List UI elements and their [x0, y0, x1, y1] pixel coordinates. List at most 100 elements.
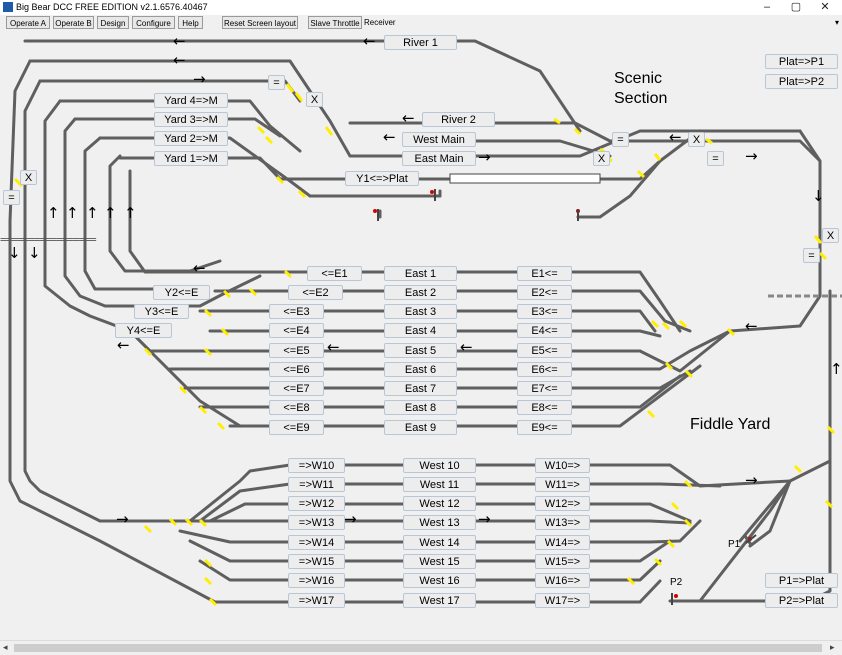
- west-13-right-button[interactable]: W13=>: [535, 515, 590, 530]
- east-2-right-button[interactable]: E2<=: [517, 285, 572, 300]
- west-14-left-button[interactable]: =>W14: [288, 535, 345, 550]
- east-7-right-button[interactable]: E7<=: [517, 381, 572, 396]
- crossing-x-marker[interactable]: X: [688, 132, 705, 147]
- west-10-button[interactable]: West 10: [403, 458, 476, 473]
- east-4-left-button[interactable]: <=E4: [269, 323, 324, 338]
- west-13-button[interactable]: West 13: [403, 515, 476, 530]
- west-11-right-button[interactable]: W11=>: [535, 477, 590, 492]
- track-diagram: Scenic Section Fiddle Yard River 1 River…: [0, 31, 842, 640]
- configure-button[interactable]: Configure: [132, 16, 175, 29]
- river-2-button[interactable]: River 2: [422, 112, 495, 127]
- east-8-left-button[interactable]: <=E8: [269, 400, 324, 415]
- west-10-left-button[interactable]: =>W10: [288, 458, 345, 473]
- scroll-left-icon[interactable]: ◂: [3, 642, 8, 652]
- operate-a-button[interactable]: Operate A: [6, 16, 50, 29]
- east-1-left-button[interactable]: <=E1: [307, 266, 362, 281]
- yard-2-button[interactable]: Yard 2=>M: [154, 131, 228, 146]
- west-12-button[interactable]: West 12: [403, 496, 476, 511]
- crossing-x-marker[interactable]: X: [20, 170, 37, 185]
- crossing-x-marker[interactable]: X: [306, 92, 323, 107]
- y2-exit-button[interactable]: Y2<=E: [153, 285, 210, 300]
- west-12-right-button[interactable]: W12=>: [535, 496, 590, 511]
- west-main-button[interactable]: West Main: [402, 132, 476, 147]
- yard-4-button[interactable]: Yard 4=>M: [154, 93, 228, 108]
- east-3-button[interactable]: East 3: [384, 304, 457, 319]
- west-15-left-button[interactable]: =>W15: [288, 554, 345, 569]
- crossing-x-marker[interactable]: X: [822, 228, 839, 243]
- west-16-button[interactable]: West 16: [403, 573, 476, 588]
- west-16-left-button[interactable]: =>W16: [288, 573, 345, 588]
- east-2-left-button[interactable]: <=E2: [288, 285, 343, 300]
- arrow-down-icon: ↓: [8, 244, 21, 262]
- east-9-button[interactable]: East 9: [384, 420, 457, 435]
- west-11-left-button[interactable]: =>W11: [288, 477, 345, 492]
- slave-throttle-button[interactable]: Slave Throttle: [308, 16, 362, 29]
- crossing-x-marker[interactable]: X: [593, 151, 610, 166]
- operate-b-button[interactable]: Operate B: [53, 16, 94, 29]
- scrollbar-thumb[interactable]: [14, 644, 822, 652]
- east-7-left-button[interactable]: <=E7: [269, 381, 324, 396]
- y4-exit-button[interactable]: Y4<=E: [115, 323, 172, 338]
- reset-screen-layout-button[interactable]: Reset Screen layout: [222, 16, 298, 29]
- p2-plat-button[interactable]: P2=>Plat: [765, 593, 838, 608]
- west-15-button[interactable]: West 15: [403, 554, 476, 569]
- yard-3-button[interactable]: Yard 3=>M: [154, 112, 228, 127]
- west-13-left-button[interactable]: =>W13: [288, 515, 345, 530]
- east-6-button[interactable]: East 6: [384, 362, 457, 377]
- yard-1-button[interactable]: Yard 1=>M: [154, 151, 228, 166]
- east-5-right-button[interactable]: E5<=: [517, 343, 572, 358]
- west-17-right-button[interactable]: W17=>: [535, 593, 590, 608]
- points-eq-marker[interactable]: =: [803, 248, 820, 263]
- help-button[interactable]: Help: [178, 16, 203, 29]
- west-17-button[interactable]: West 17: [403, 593, 476, 608]
- west-11-button[interactable]: West 11: [403, 477, 476, 492]
- east-1-right-button[interactable]: E1<=: [517, 266, 572, 281]
- east-8-right-button[interactable]: E8<=: [517, 400, 572, 415]
- points-eq-marker[interactable]: =: [707, 151, 724, 166]
- minimize-button[interactable]: –: [763, 1, 771, 13]
- west-17-left-button[interactable]: =>W17: [288, 593, 345, 608]
- close-button[interactable]: ✕: [820, 1, 830, 13]
- points-eq-marker[interactable]: =: [612, 132, 629, 147]
- toolbar-overflow-icon[interactable]: ▾: [835, 18, 840, 27]
- arrow-up-icon: ↑: [830, 360, 842, 378]
- y3-exit-button[interactable]: Y3<=E: [134, 304, 189, 319]
- design-button[interactable]: Design: [97, 16, 129, 29]
- points-eq-marker[interactable]: =: [3, 190, 20, 205]
- east-2-button[interactable]: East 2: [384, 285, 457, 300]
- window-title: Big Bear DCC FREE EDITION v2.1.6576.4046…: [16, 2, 208, 12]
- y1-plat-button[interactable]: Y1<=>Plat: [345, 171, 419, 186]
- points-eq-marker[interactable]: =: [268, 75, 285, 90]
- east-3-right-button[interactable]: E3<=: [517, 304, 572, 319]
- west-16-right-button[interactable]: W16=>: [535, 573, 590, 588]
- east-6-left-button[interactable]: <=E6: [269, 362, 324, 377]
- app-icon: [3, 2, 13, 12]
- west-12-left-button[interactable]: =>W12: [288, 496, 345, 511]
- arrow-left-icon: ←: [383, 128, 396, 146]
- east-9-right-button[interactable]: E9<=: [517, 420, 572, 435]
- east-9-left-button[interactable]: <=E9: [269, 420, 324, 435]
- west-10-right-button[interactable]: W10=>: [535, 458, 590, 473]
- east-5-button[interactable]: East 5: [384, 343, 457, 358]
- west-15-right-button[interactable]: W15=>: [535, 554, 590, 569]
- east-4-right-button[interactable]: E4<=: [517, 323, 572, 338]
- east-6-right-button[interactable]: E6<=: [517, 362, 572, 377]
- east-1-button[interactable]: East 1: [384, 266, 457, 281]
- east-4-button[interactable]: East 4: [384, 323, 457, 338]
- p2-label: P2: [670, 577, 683, 588]
- east-5-left-button[interactable]: <=E5: [269, 343, 324, 358]
- west-14-button[interactable]: West 14: [403, 535, 476, 550]
- east-8-button[interactable]: East 8: [384, 400, 457, 415]
- scroll-right-icon[interactable]: ▸: [830, 642, 835, 652]
- plat-p2-button[interactable]: Plat=>P2: [765, 74, 838, 89]
- p1-plat-button[interactable]: P1=>Plat: [765, 573, 838, 588]
- river-1-button[interactable]: River 1: [384, 35, 457, 50]
- horizontal-scrollbar[interactable]: ◂ ▸: [0, 640, 842, 655]
- west-14-right-button[interactable]: W14=>: [535, 535, 590, 550]
- east-3-left-button[interactable]: <=E3: [269, 304, 324, 319]
- arrow-left-icon: ←: [363, 32, 376, 50]
- maximize-button[interactable]: ▢: [790, 1, 802, 13]
- plat-p1-button[interactable]: Plat=>P1: [765, 54, 838, 69]
- east-7-button[interactable]: East 7: [384, 381, 457, 396]
- east-main-button[interactable]: East Main: [402, 151, 476, 166]
